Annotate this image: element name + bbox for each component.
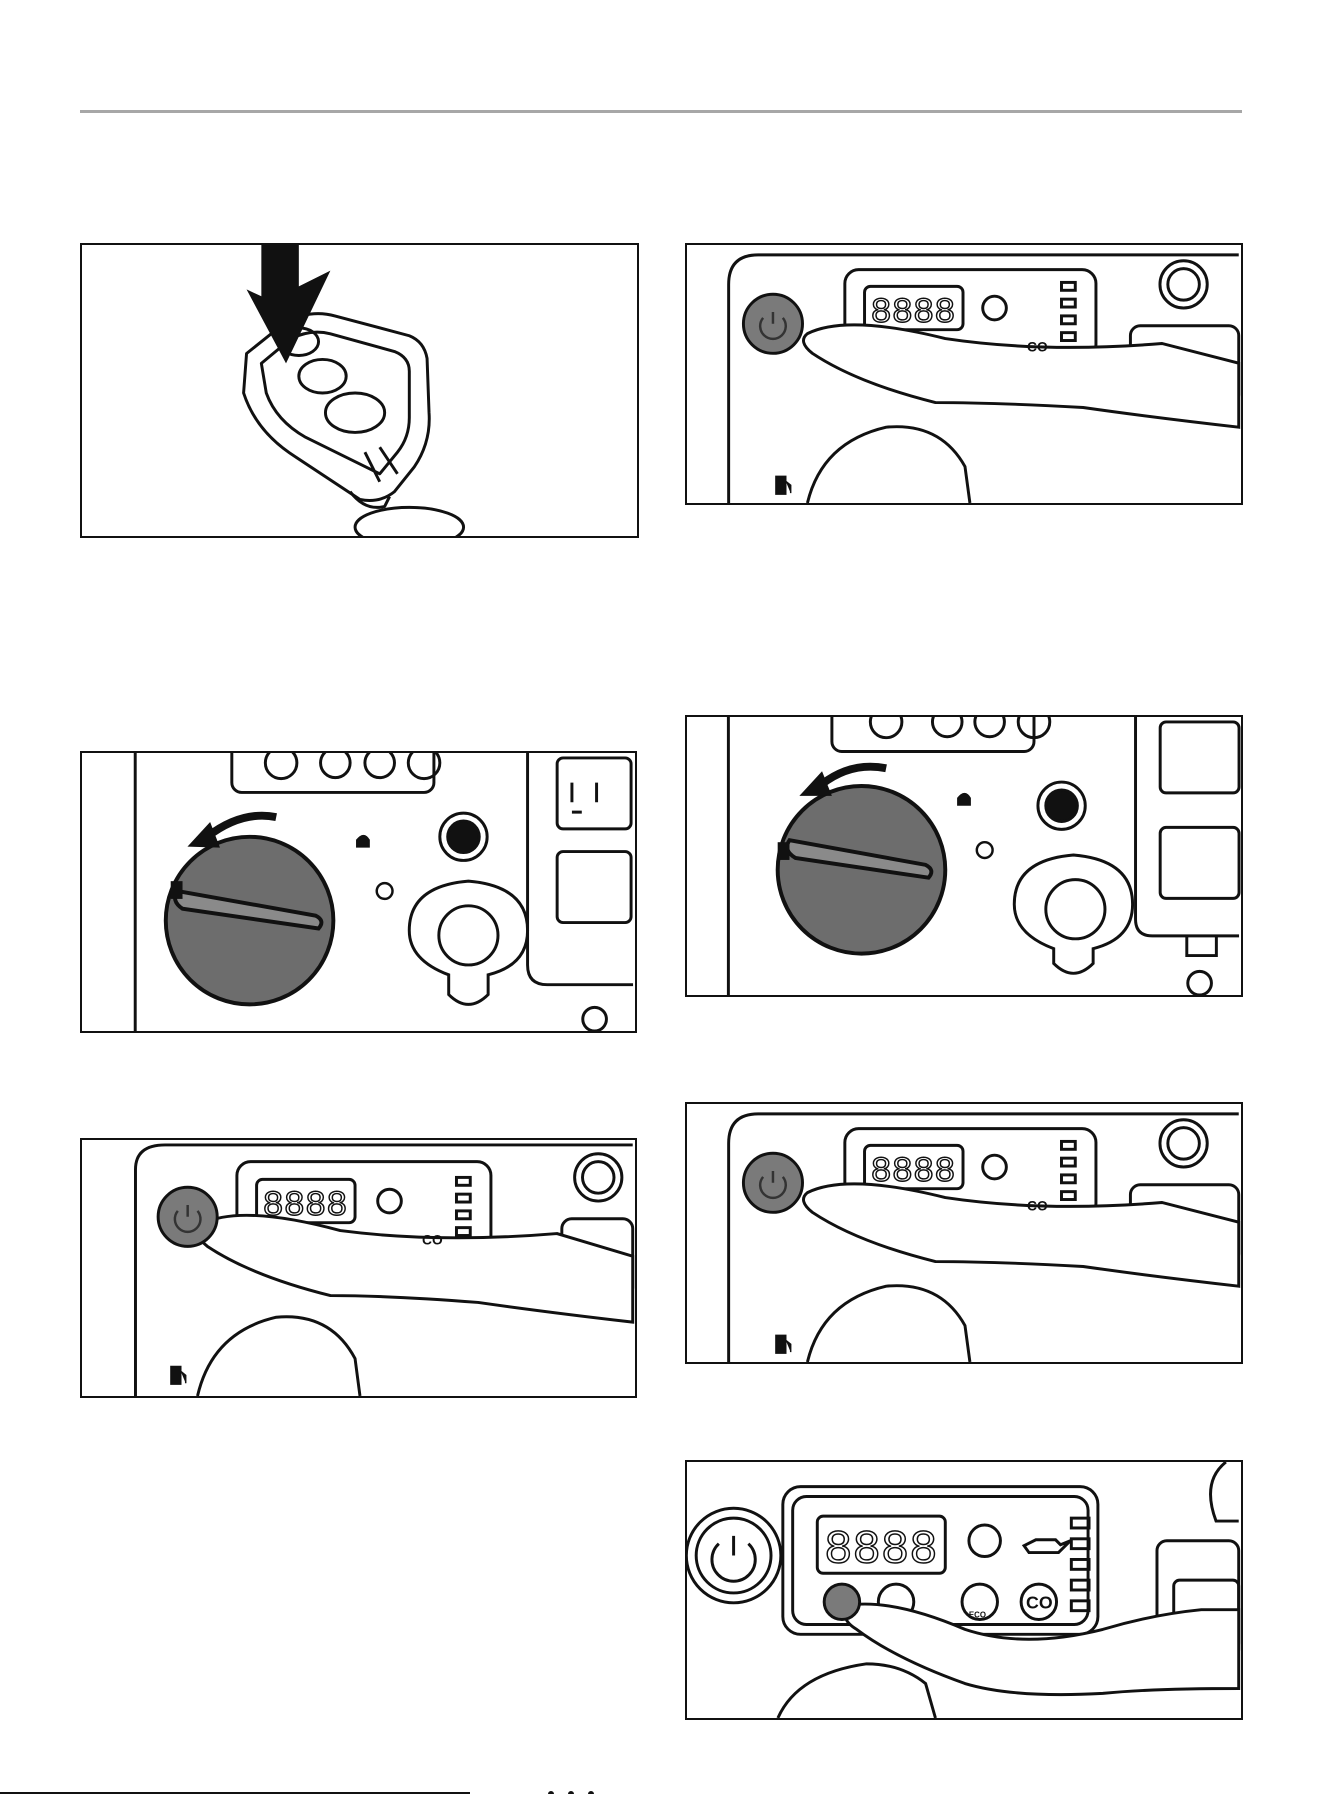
twelve-volt-socket — [1014, 855, 1132, 973]
mode-button-n — [265, 753, 297, 779]
fuel-valve-off-icon — [977, 842, 993, 858]
press-mode-illustration: 8888 CO ECO — [687, 1462, 1241, 1718]
eco-mode-icon — [365, 753, 395, 778]
choke-icon — [356, 835, 370, 848]
status-led — [456, 1177, 470, 1185]
status-led — [1061, 1141, 1075, 1149]
eco-mode-icon — [975, 717, 1005, 737]
fuel-valve-left-illustration — [82, 753, 635, 1031]
fuel-valve-knob-outline — [198, 1317, 360, 1396]
figure-press-start: 8888 CO — [685, 243, 1243, 505]
figure-press-start-right: 8888 CO — [685, 1102, 1243, 1364]
finger — [803, 1184, 1238, 1286]
digit-readout: 8888 — [824, 1524, 937, 1577]
finger — [845, 1604, 1238, 1695]
run-icon — [378, 1189, 402, 1213]
finger — [199, 1215, 633, 1322]
co-label: CO — [422, 1232, 443, 1247]
remote-illustration — [82, 245, 637, 536]
fuel-pump-icon — [776, 476, 791, 494]
twelve-volt-socket — [409, 881, 527, 1004]
run-icon — [983, 1155, 1007, 1179]
fuel-pump-icon — [778, 842, 790, 860]
footer-marks — [548, 1784, 638, 1794]
co-label: CO — [1026, 1593, 1053, 1613]
wifi-icon — [321, 753, 351, 778]
press-start-left-illustration: 8888 CO — [82, 1140, 635, 1396]
co-label: CO — [1027, 1198, 1048, 1213]
fuel-valve-right-illustration — [687, 717, 1241, 995]
outlet-upper — [1160, 722, 1239, 793]
header-rule — [80, 110, 1242, 113]
bluetooth-icon — [824, 1584, 859, 1619]
fuel-pump-icon — [171, 881, 183, 899]
press-start-illustration: 8888 CO — [687, 245, 1241, 503]
outlet-upper — [557, 758, 631, 829]
fuel-valve-knob-outline — [807, 427, 969, 503]
oil-can-icon — [572, 783, 597, 813]
figure-press-mode: 8888 CO ECO — [685, 1460, 1243, 1720]
oil-can-icon — [1024, 1540, 1070, 1553]
run-icon — [983, 296, 1007, 320]
status-led — [1071, 1518, 1089, 1528]
wifi-icon — [932, 717, 962, 737]
fuel-pump-icon — [776, 1335, 791, 1353]
curved-arrow-icon — [822, 767, 886, 784]
outlet-lower — [557, 852, 631, 923]
power-button-icon — [158, 1187, 217, 1246]
co-label: CO — [1027, 339, 1048, 354]
finger — [803, 325, 1238, 427]
figure-fuel-valve-right — [685, 715, 1243, 997]
figure-press-start-left: 8888 CO — [80, 1138, 637, 1398]
status-led — [1061, 282, 1075, 290]
choke-icon — [957, 793, 971, 806]
figure-fuel-valve-left — [80, 751, 637, 1033]
fuel-valve-knob-outline — [778, 1664, 936, 1718]
fuel-valve-off-icon — [377, 883, 393, 899]
run-icon — [969, 1525, 1001, 1557]
figure-remote-fob — [80, 243, 639, 538]
power-button-icon — [687, 1508, 781, 1603]
curved-arrow-icon — [207, 816, 276, 837]
fuel-pump-icon — [171, 1366, 186, 1384]
fuel-valve-knob-outline — [807, 1286, 969, 1362]
eco-label: ECO — [969, 1611, 986, 1620]
outlet-lower — [1160, 827, 1239, 898]
footer-rule — [0, 1792, 470, 1794]
press-start-right-illustration: 8888 CO — [687, 1104, 1241, 1362]
key-ring — [355, 507, 464, 536]
